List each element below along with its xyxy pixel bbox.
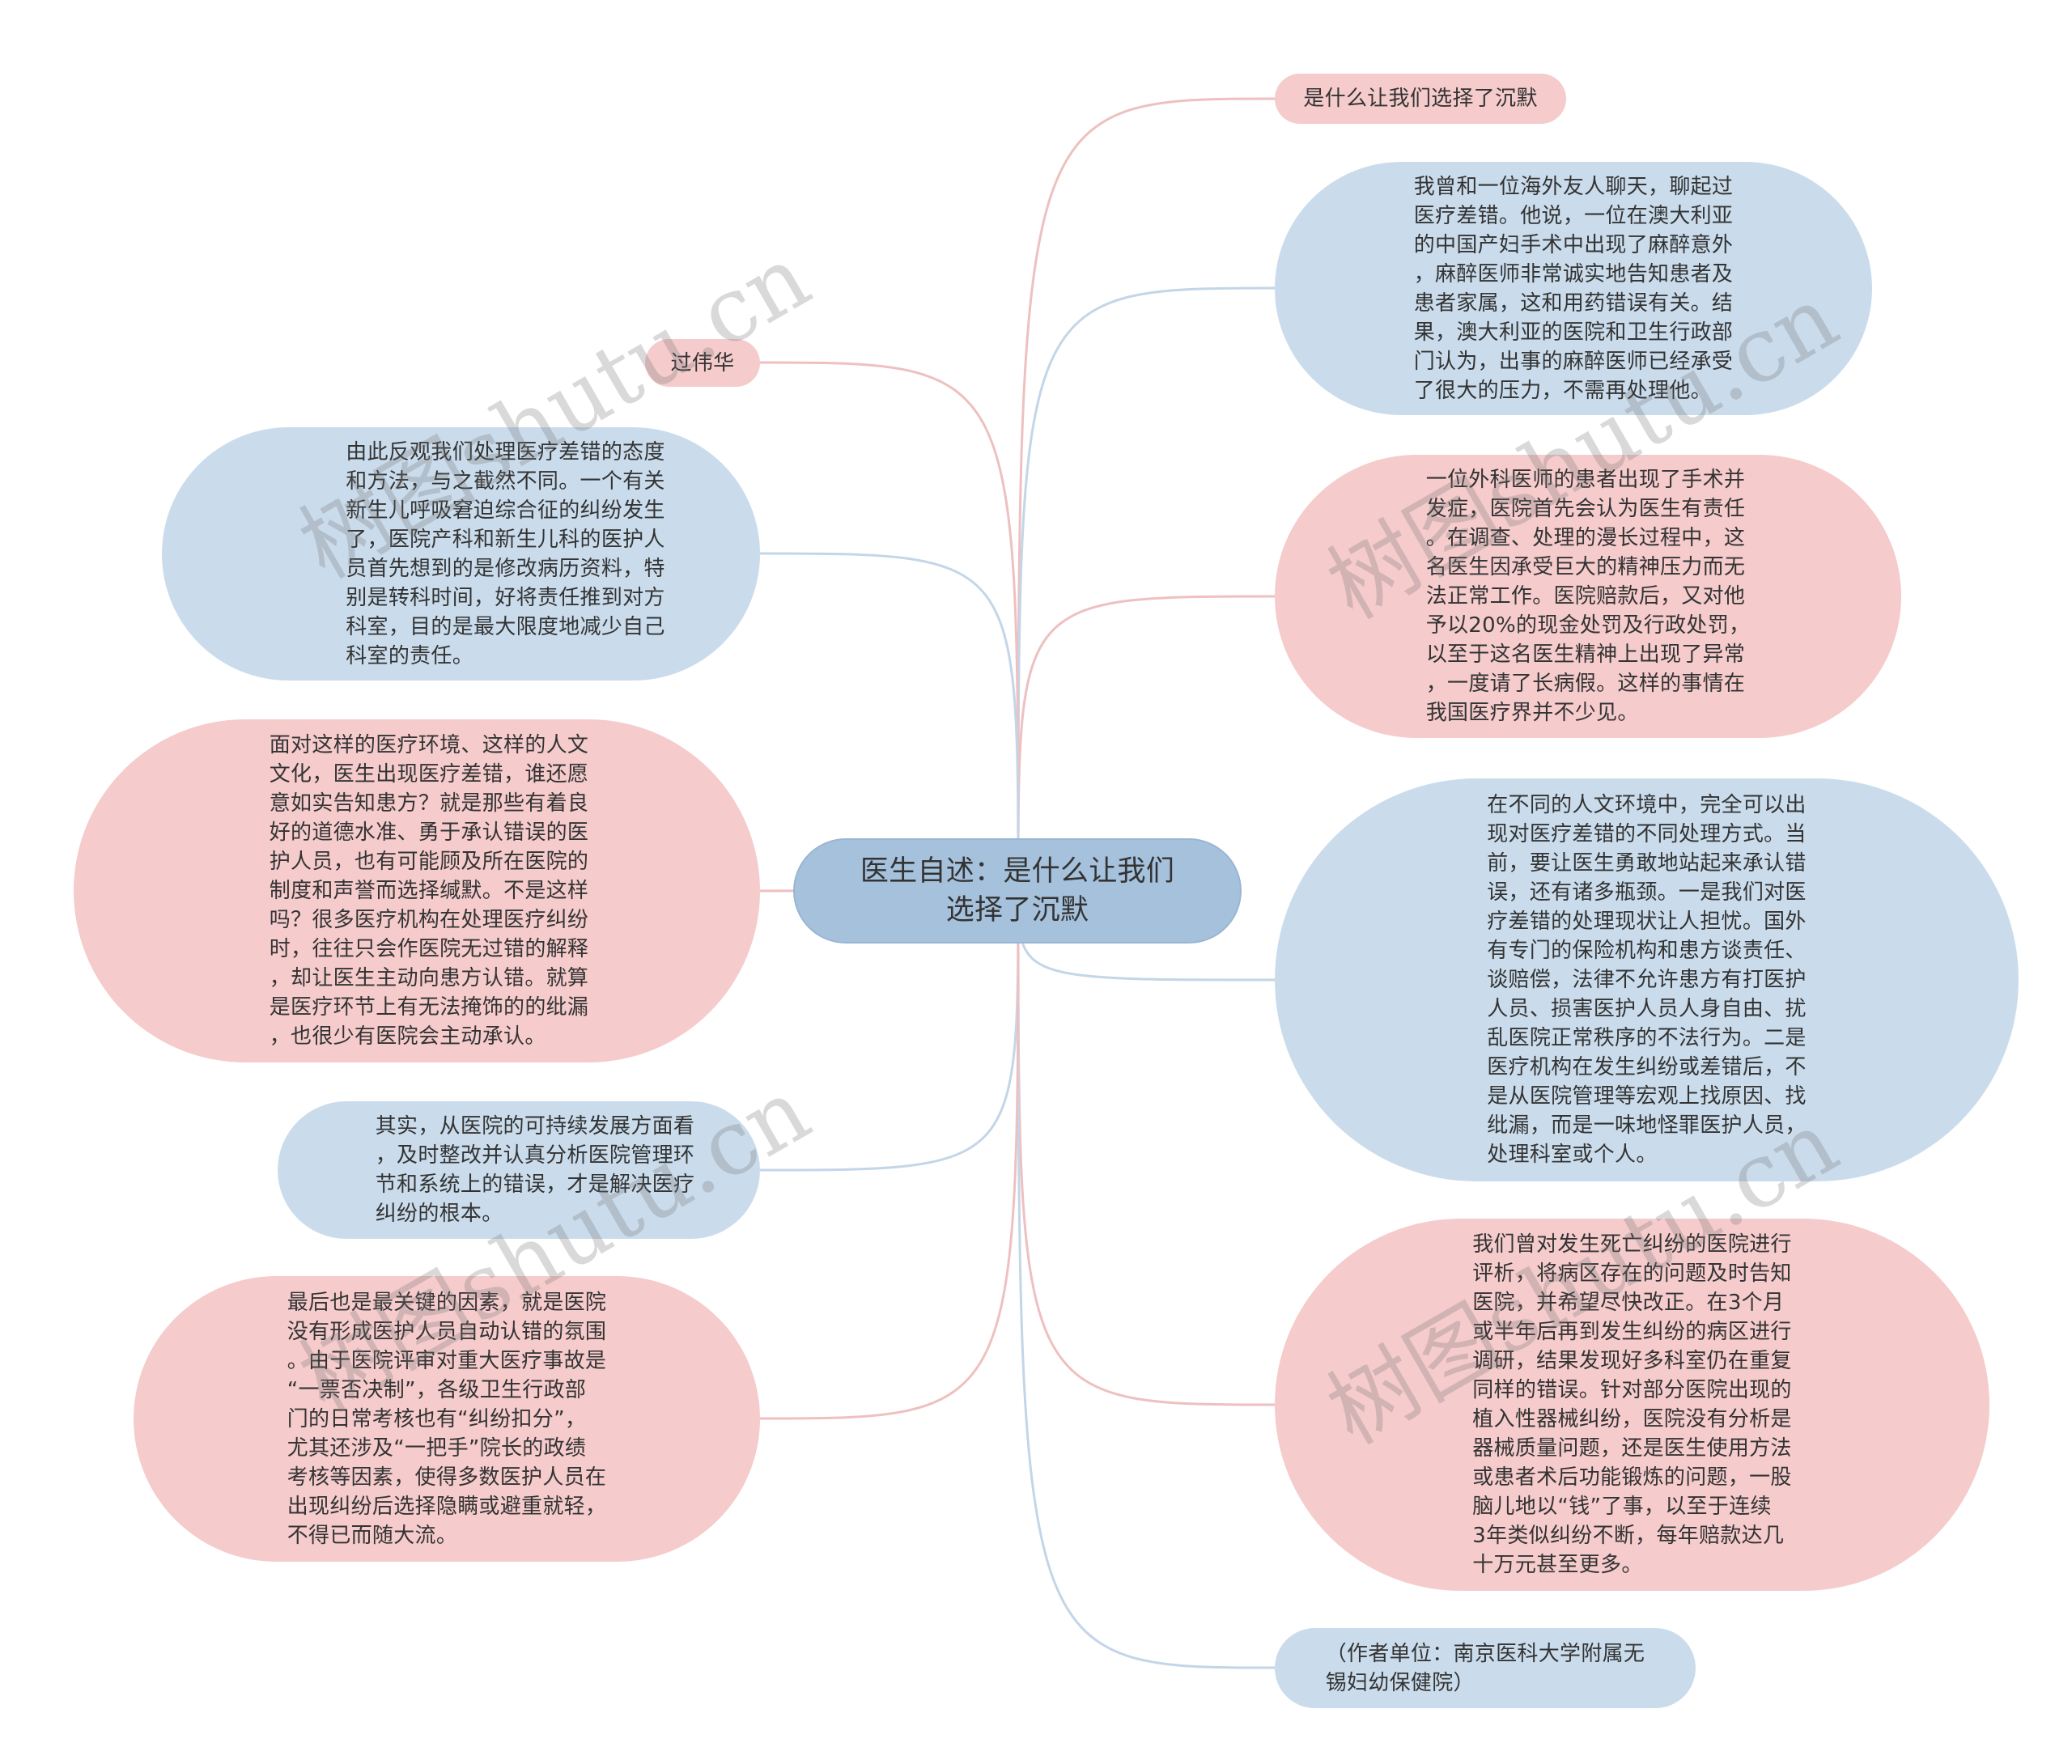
node-text: 我们曾对发生死亡纠纷的医院进行 评析，将病区存在的问题及时告知 医院，并希望尽快…: [1472, 1232, 1792, 1577]
key-factor-node[interactable]: 最后也是最关键的因素，就是医院 没有形成医护人员自动认错的氛围 。由于医院评审对…: [134, 1276, 760, 1562]
node-text: 过伟华: [670, 350, 735, 375]
sustainable-development-node[interactable]: 其实，从医院的可持续发展方面看 ，及时整改并认真分析医院管理环 节和系统上的错误…: [278, 1101, 760, 1239]
central-topic-title: 医生自述：是什么让我们 选择了沉默: [860, 855, 1175, 927]
node-text: （作者单位：南京医科大学附属无 锡妇幼保健院）: [1325, 1641, 1645, 1695]
author-affiliation-node[interactable]: （作者单位：南京医科大学附属无 锡妇幼保健院）: [1275, 1628, 1696, 1708]
connector-line: [759, 552, 1020, 891]
dispute-evaluation-node[interactable]: 我们曾对发生死亡纠纷的医院进行 评析，将病区存在的问题及时告知 医院，并希望尽快…: [1275, 1219, 1989, 1591]
overseas-anecdote-node[interactable]: 我曾和一位海外友人聊天，聊起过 医疗差错。他说，一位在澳大利亚 的中国产妇手术中…: [1275, 162, 1872, 415]
topic-title-node[interactable]: 是什么让我们选择了沉默: [1275, 74, 1566, 124]
node-text: 面对这样的医疗环境、这样的人文 文化，医生出现医疗差错，谁还愿 意如实告知患方？…: [269, 733, 589, 1049]
medical-environment-node[interactable]: 面对这样的医疗环境、这样的人文 文化，医生出现医疗差错，谁还愿 意如实告知患方？…: [74, 719, 760, 1062]
node-text: 我曾和一位海外友人聊天，聊起过 医疗差错。他说，一位在澳大利亚 的中国产妇手术中…: [1413, 174, 1734, 403]
domestic-handling-node[interactable]: 由此反观我们处理医疗差错的态度 和方法，与之截然不同。一个有关 新生儿呼吸窘迫综…: [162, 427, 760, 681]
connector-line: [1017, 286, 1276, 891]
author-name-node[interactable]: 过伟华: [645, 339, 760, 387]
connector-line: [759, 361, 1020, 891]
node-text: 是什么让我们选择了沉默: [1303, 87, 1538, 111]
node-text: 最后也是最关键的因素，就是医院 没有形成医护人员自动认错的氛围 。由于医院评审对…: [287, 1290, 607, 1548]
node-text: 由此反观我们处理医疗差错的态度 和方法，与之截然不同。一个有关 新生儿呼吸窘迫综…: [346, 439, 665, 668]
bottlenecks-node[interactable]: 在不同的人文环境中，完全可以出 现对医疗差错的不同处理方式。当 前，要让医生勇敢…: [1275, 778, 2019, 1181]
connector-line: [759, 889, 1020, 1420]
connector-line: [1017, 889, 1276, 1406]
node-text: 在不同的人文环境中，完全可以出 现对医疗差错的不同处理方式。当 前，要让医生勇敢…: [1487, 793, 1807, 1167]
central-topic[interactable]: 医生自述：是什么让我们 选择了沉默: [793, 838, 1242, 943]
node-text: 一位外科医师的患者出现了手术并 发症，医院首先会认为医生有责任 。在调查、处理的…: [1425, 468, 1751, 725]
connector-line: [1017, 889, 1276, 1669]
connector-line: [1017, 97, 1276, 891]
node-text: 其实，从医院的可持续发展方面看 ，及时整改并认真分析医院管理环 节和系统上的错误…: [375, 1114, 695, 1226]
surgeon-case-node[interactable]: 一位外科医师的患者出现了手术并 发症，医院首先会认为医生有责任 。在调查、处理的…: [1275, 455, 1901, 738]
